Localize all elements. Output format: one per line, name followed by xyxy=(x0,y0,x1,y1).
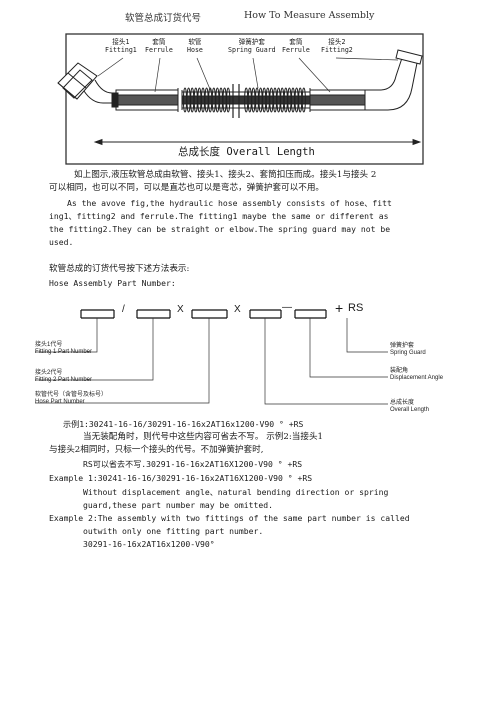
leader-hose xyxy=(35,318,210,404)
spring-coil xyxy=(301,87,306,113)
example-line-7: guard,these part number may be omitted. xyxy=(83,500,274,510)
ferrule-right xyxy=(309,88,366,112)
overall-length-dimension xyxy=(93,138,422,146)
overall-length-label: 总成长度 Overall Length xyxy=(178,146,315,158)
fitting2-elbow xyxy=(365,49,423,111)
drawing-frame xyxy=(65,33,424,165)
spring-guard-coils xyxy=(182,87,306,113)
example-line-1: 示例1:30241-16-16/30291-16-16x2AT16x1200-V… xyxy=(63,419,304,429)
order-heading-cn: 软管总成的订货代号按下述方法表示: xyxy=(49,264,190,274)
leader-length xyxy=(264,318,388,405)
separator-slash: / xyxy=(122,304,125,315)
separator-plus: + xyxy=(335,300,344,316)
example-line-2: 当无装配角时，则代号中这些内容可省去不写。 示例2:当接头1 xyxy=(83,432,324,442)
leader-fitting1 xyxy=(35,318,98,353)
order-heading-en: Hose Assembly Part Number: xyxy=(49,278,176,288)
fitting1-elbow xyxy=(57,62,118,104)
code-leaders xyxy=(35,318,388,405)
ferrule-left xyxy=(111,88,183,112)
description-cn-line-2: 可以相同，也可以不同，可以是直芯也可以是弯芯，弹簧护套可以不用。 xyxy=(49,183,325,193)
break-marks xyxy=(232,84,240,118)
spring-coil xyxy=(226,87,231,113)
page-title-en: How To Measure Assembly xyxy=(244,10,375,21)
example-line-8: Example 2:The assembly with two fittings… xyxy=(49,513,410,523)
example-line-9: outwith only one fitting part number. xyxy=(83,526,264,536)
description-cn-line-1: 如上图示,液压软管总成由软管、接头1、接头2、套筒扣压而成。接头1与接头 2 xyxy=(74,170,377,180)
leader-fitting2 xyxy=(35,318,154,381)
drawing-leaders xyxy=(97,57,399,95)
leader-spring-guard xyxy=(346,318,388,353)
code-boxes xyxy=(80,309,327,319)
page-title-cn: 软管总成订货代号 xyxy=(125,13,202,24)
separator-dash: — xyxy=(282,302,292,313)
description-en-line-2: ing1、fitting2 and ferrule.The fitting1 m… xyxy=(49,211,389,221)
hose-body xyxy=(181,91,311,109)
separator-x-2: X xyxy=(234,304,241,315)
example-line-4: RS可以省去不写.30291-16-16x2AT16X1200-V90 ° +R… xyxy=(83,459,303,469)
label-hose-part-number: 软管代号（含管号及标号）Hose Part Number xyxy=(35,392,108,406)
description-en-line-4: used. xyxy=(49,237,74,247)
example-line-10: 30291-16-16x2AT16x1200-V90° xyxy=(83,539,215,549)
leader-angle xyxy=(309,318,388,378)
description-en-line-1: As the avove fig,the hydraulic hose asse… xyxy=(67,198,392,208)
example-line-3: 与接头2相同时，只标一个接头的代号。不加弹簧护套时, xyxy=(49,445,264,455)
separator-x-1: X xyxy=(177,304,184,315)
example-line-6: Without displacement angle、natural bendi… xyxy=(83,487,389,497)
description-en-line-3: the fitting2.They can be straight or elb… xyxy=(49,224,391,234)
example-line-5: Example 1:30241-16-16/30291-16-16x2AT16X… xyxy=(49,473,313,483)
rs-suffix: RS xyxy=(348,302,364,314)
